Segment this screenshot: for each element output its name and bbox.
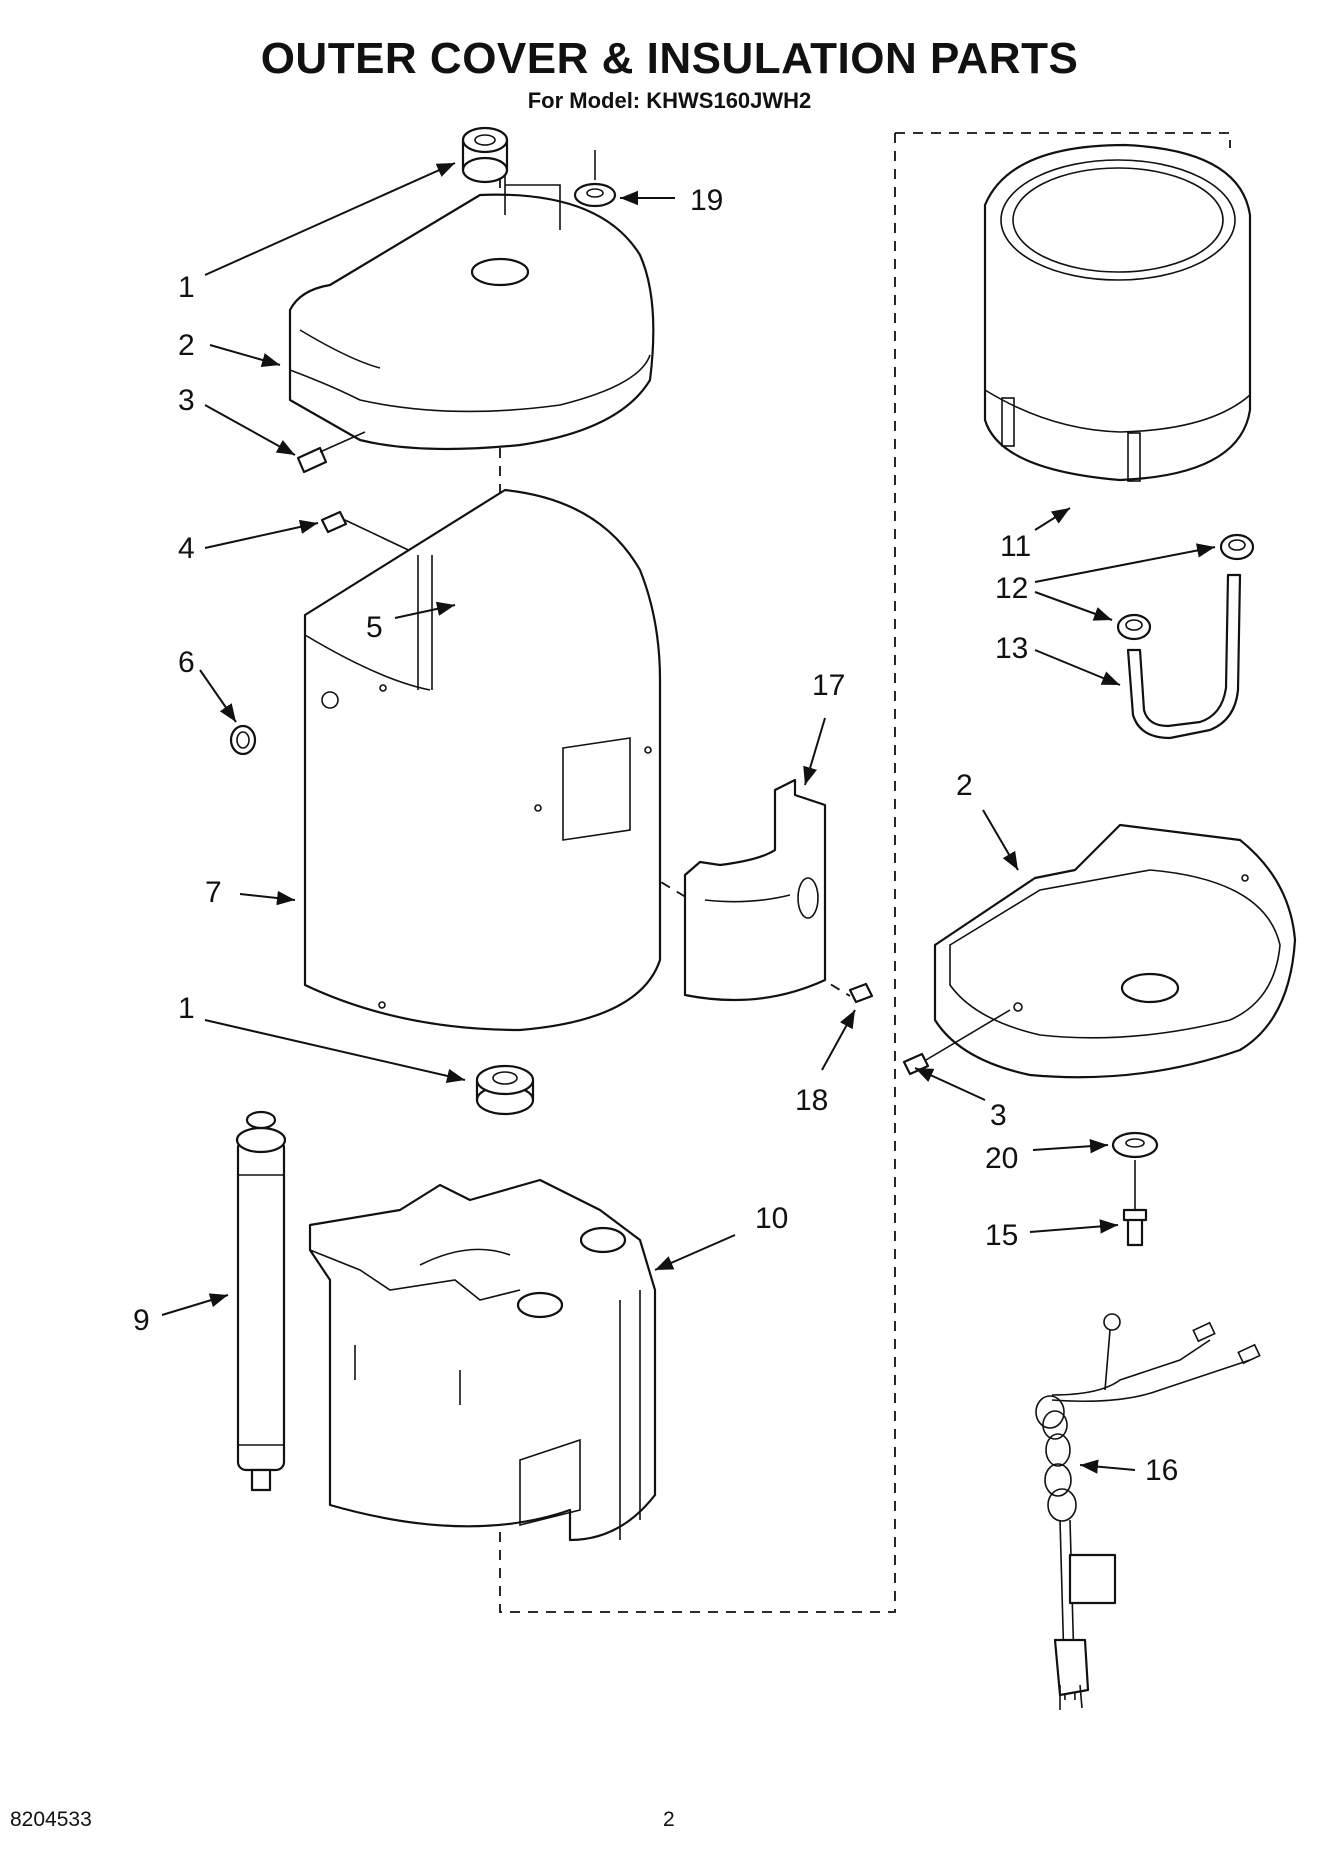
callout-4: 4 — [178, 532, 195, 565]
callout-7: 7 — [205, 876, 222, 909]
part-2-bottom-pan — [933, 823, 1297, 1079]
page-number: 2 — [663, 1808, 675, 1831]
callout-13: 13 — [995, 632, 1028, 665]
part-11-top-insulation — [983, 143, 1252, 482]
document-number: 8204533 — [10, 1808, 92, 1831]
model-subtitle: For Model: KHWS160JWH2 — [527, 88, 812, 113]
part-6-plug — [229, 724, 257, 756]
callout-10: 10 — [755, 1202, 788, 1235]
callout-15: 15 — [985, 1219, 1018, 1252]
callout-19: 19 — [690, 184, 723, 217]
callout-3-top: 3 — [178, 384, 195, 417]
part-1-top-grommet — [461, 126, 509, 184]
part-20-washer — [1111, 1131, 1159, 1215]
callout-6: 6 — [178, 646, 195, 679]
callout-2-top: 2 — [178, 329, 195, 362]
part-19-washer — [573, 150, 617, 208]
callout-11: 11 — [1000, 530, 1031, 563]
part-7-outer-jacket — [303, 488, 662, 1032]
callout-18: 18 — [795, 1084, 828, 1117]
part-13-tube — [1126, 573, 1242, 740]
part-3-top-screw — [296, 431, 366, 474]
callout-3-right: 3 — [990, 1099, 1007, 1132]
callout-16: 16 — [1145, 1454, 1178, 1487]
callout-17: 17 — [812, 669, 845, 702]
part-15-screw — [1122, 1208, 1148, 1247]
page-title: OUTER COVER & INSULATION PARTS — [260, 34, 1079, 83]
part-3-right-screw — [902, 1009, 1011, 1076]
part-12-plugs — [1116, 533, 1255, 641]
part-10-insulation-base — [308, 1178, 657, 1542]
callout-5: 5 — [366, 611, 383, 644]
part-9-anode-rod — [235, 1110, 287, 1492]
part-17-heat-shield — [683, 778, 827, 1002]
part-16-power-cord — [1035, 1313, 1261, 1710]
part-1-bottom-grommet — [475, 1064, 535, 1116]
part-2-top-cover — [288, 175, 655, 451]
callout-2-right: 2 — [956, 769, 973, 802]
subassembly-dashed-box — [499, 132, 1231, 1613]
leader-lines — [161, 162, 1216, 1474]
callout-20: 20 — [985, 1142, 1018, 1175]
callout-12: 12 — [995, 572, 1028, 605]
callout-1-top: 1 — [178, 271, 195, 304]
part-18-screw — [848, 982, 874, 1004]
callout-1-bottom: 1 — [178, 992, 195, 1025]
callout-9: 9 — [133, 1304, 150, 1337]
